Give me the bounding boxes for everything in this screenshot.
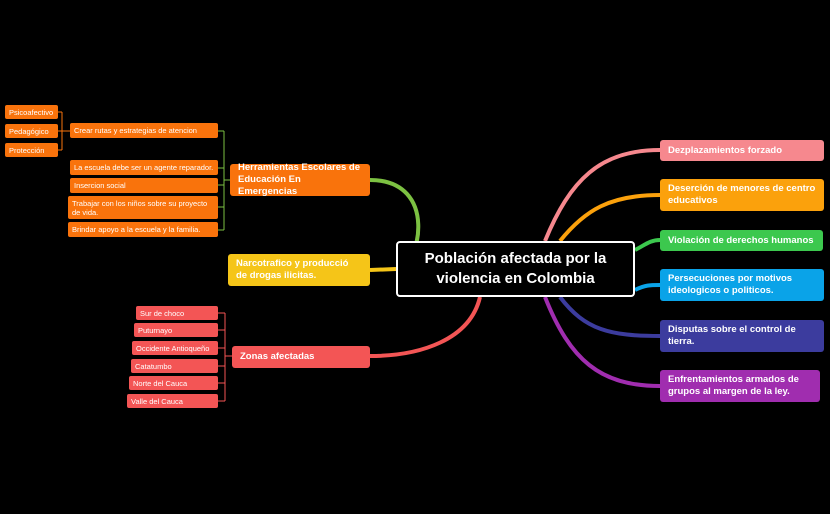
topic-zonas[interactable]: Zonas afectadas	[232, 346, 370, 368]
topic-dezplazamientos[interactable]: Dezplazamientos forzado	[660, 140, 824, 161]
connector-enfrentamientos	[543, 296, 661, 388]
subtopic-agente-reparador[interactable]: La escuela debe ser un agente reparador.	[70, 160, 218, 175]
zone-catatumbo[interactable]: Catatumbo	[131, 359, 218, 373]
connector-zonas	[369, 296, 482, 358]
zone-valle-cauca[interactable]: Valle del Cauca	[127, 394, 218, 408]
subtopic-rutas[interactable]: Crear rutas y estrategias de atencion	[70, 123, 218, 138]
subtopic-proyecto-vida[interactable]: Trabajar con los niños sobre su proyecto…	[68, 196, 218, 219]
zone-norte-cauca[interactable]: Norte del Cauca	[129, 376, 218, 390]
subtopic-insercion[interactable]: Insercion social	[70, 178, 218, 193]
zone-occidente-antioqueno[interactable]: Occidente Antioqueño	[132, 341, 218, 355]
leaf-psicoafectivo[interactable]: Psicoafectivo	[5, 105, 58, 119]
connector-desercion	[558, 193, 661, 243]
connector-violacion	[634, 238, 661, 252]
connector-disputas	[558, 295, 661, 338]
topic-herramientas[interactable]: Herramientas Escolares de Educación En E…	[230, 162, 370, 197]
central-topic[interactable]: Población afectada por la violencia en C…	[396, 241, 635, 297]
topic-persecuciones[interactable]: Persecuciones por motivos ideologicos o …	[660, 269, 824, 301]
topic-enfrentamientos[interactable]: Enfrentamientos armados de grupos al mar…	[660, 370, 820, 402]
topic-violacion[interactable]: Violación de derechos humanos	[660, 230, 823, 251]
topic-narcotrafico[interactable]: Narcotrafico y producció de drogas ilici…	[228, 254, 370, 286]
leaf-pedagogico[interactable]: Pedagógico	[5, 124, 58, 138]
connector-zonas-items	[218, 312, 232, 402]
connector-herramientas-items	[218, 130, 230, 231]
subtopic-apoyo[interactable]: Brindar apoyo a la escuela y la familia.	[68, 222, 218, 237]
topic-disputas[interactable]: Disputas sobre el control de tierra.	[660, 320, 824, 352]
connector-atencion-items	[58, 111, 70, 151]
connector-narcotrafico	[369, 267, 397, 272]
connector-dezplazamientos	[543, 148, 661, 242]
topic-desercion[interactable]: Deserción de menores de centro educativo…	[660, 179, 824, 211]
zone-putumayo[interactable]: Puturnayo	[134, 323, 218, 337]
leaf-proteccion[interactable]: Protección	[5, 143, 58, 157]
connector-persecuciones	[634, 283, 661, 292]
zone-sur-choco[interactable]: Sur de choco	[136, 306, 218, 320]
